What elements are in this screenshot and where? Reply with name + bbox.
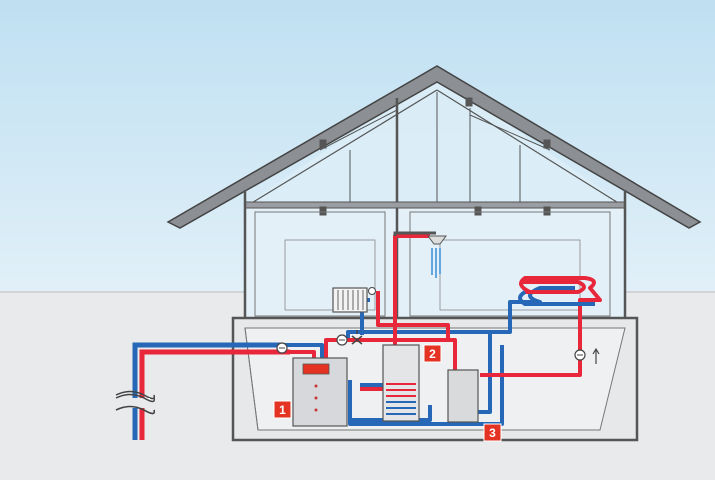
circulation-pump-icon bbox=[336, 334, 348, 346]
label-3: 3 bbox=[483, 423, 502, 442]
label-2: 2 bbox=[423, 344, 442, 363]
roof-glass bbox=[245, 75, 625, 205]
roof bbox=[166, 65, 702, 229]
label-1-text: 1 bbox=[279, 403, 286, 417]
label-3-text: 3 bbox=[489, 426, 496, 440]
pipe-hot bbox=[290, 350, 316, 358]
mixing-valve-icon bbox=[351, 330, 363, 345]
shower-head-icon bbox=[393, 231, 447, 278]
pipe-cold bbox=[282, 343, 324, 358]
circulation-pump-icon bbox=[574, 347, 600, 364]
pipe-hot bbox=[376, 291, 450, 340]
label-1: 1 bbox=[273, 400, 292, 419]
borehole-probe-icon bbox=[115, 342, 290, 440]
floor-heating-coil bbox=[518, 280, 595, 306]
heat-pump-unit bbox=[292, 357, 348, 427]
buffer-tank bbox=[447, 369, 479, 423]
circulation-pump-icon bbox=[276, 342, 288, 354]
pipe-hot bbox=[480, 276, 602, 377]
storage-tank bbox=[382, 344, 420, 422]
pipe-cold bbox=[348, 345, 504, 426]
radiator-icon bbox=[332, 287, 376, 313]
pipe-hot bbox=[324, 338, 457, 372]
label-2-text: 2 bbox=[429, 347, 436, 361]
